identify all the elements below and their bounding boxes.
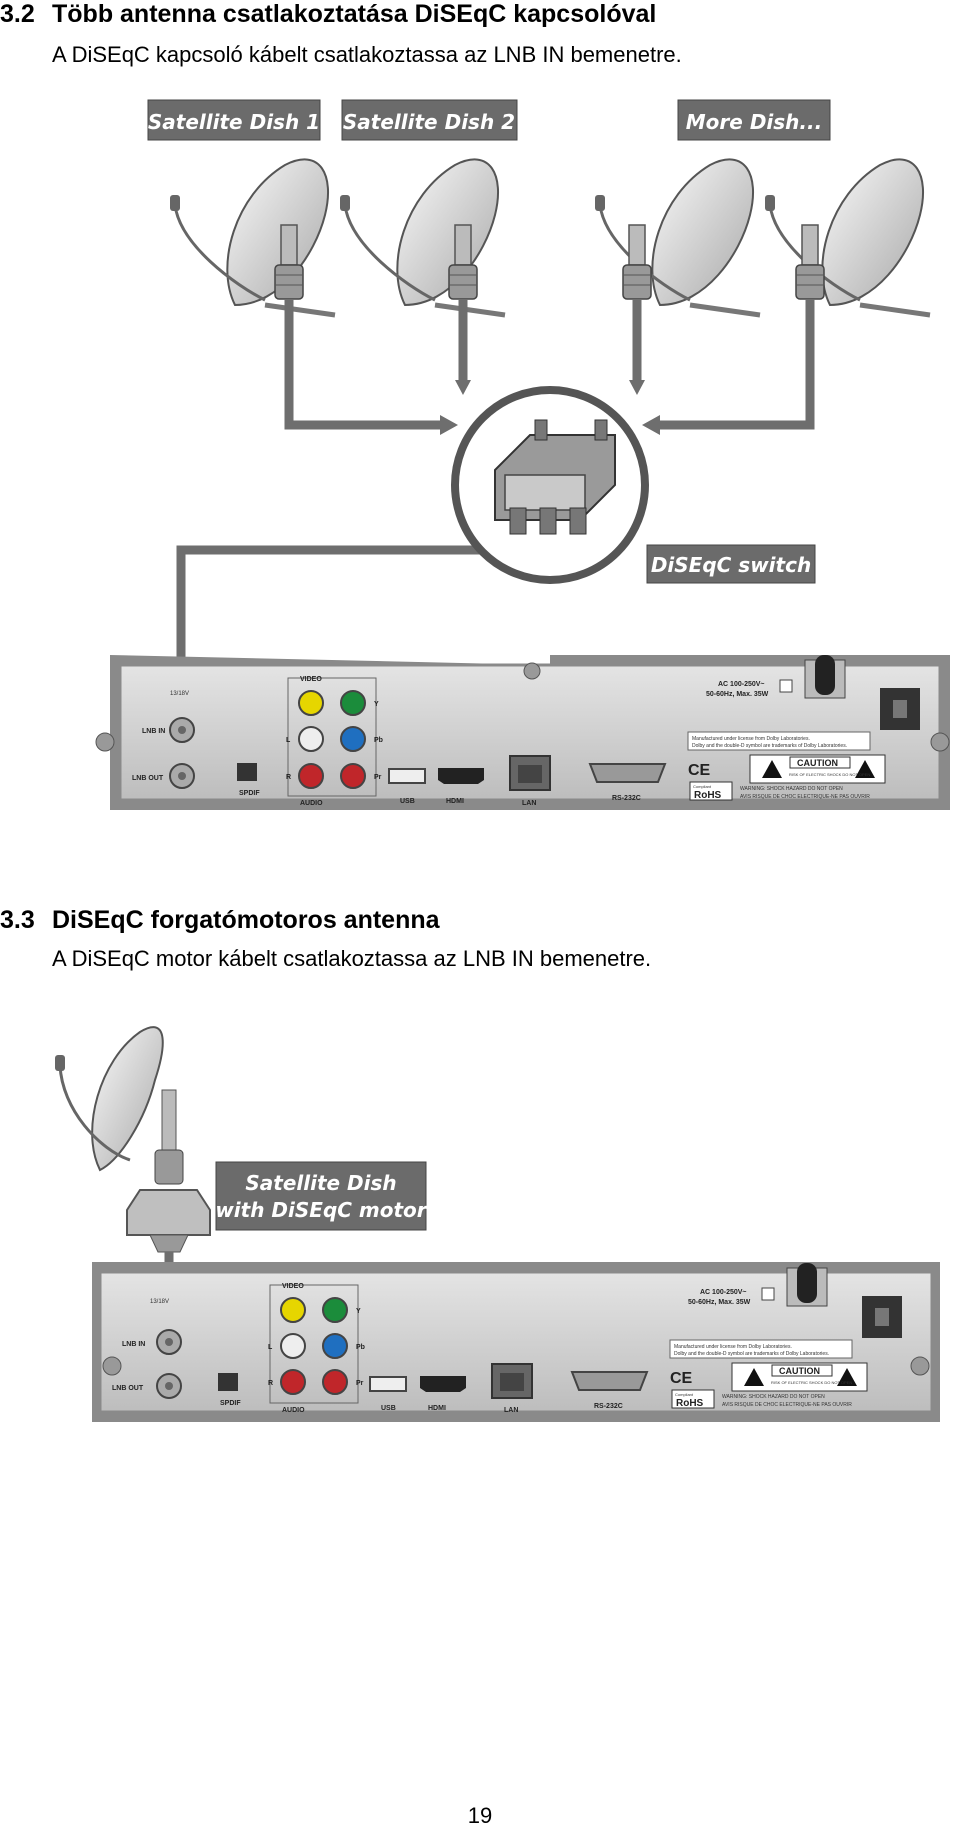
dish-2-label: Satellite Dish 2 bbox=[341, 99, 518, 141]
diseqc-motor-diagram: Satellite Dish with DiSEqC motor LNB IN … bbox=[55, 1026, 940, 1422]
svg-text:LNB IN: LNB IN bbox=[142, 728, 165, 735]
svg-text:Y: Y bbox=[356, 1308, 361, 1315]
more-dish-label: More Dish... bbox=[677, 99, 831, 141]
svg-text:SPDIF: SPDIF bbox=[220, 1400, 241, 1407]
svg-text:Pr: Pr bbox=[374, 774, 382, 781]
svg-text:HDMI: HDMI bbox=[446, 798, 464, 805]
diseqc-switch-label: DiSEqC switch bbox=[646, 544, 816, 584]
cables bbox=[176, 299, 815, 720]
svg-text:Compliant: Compliant bbox=[693, 784, 712, 789]
receiver-back-panel: LNB IN 13/18V LNB OUT SPDIF VIDEO Y Pb P… bbox=[95, 655, 950, 810]
section-2-text: A DiSEqC motor kábelt csatlakoztassa az … bbox=[52, 946, 652, 971]
svg-text:LNB OUT: LNB OUT bbox=[132, 775, 164, 782]
svg-text:Dolby and the double-D symbol: Dolby and the double-D symbol are tradem… bbox=[692, 743, 847, 749]
svg-text:RoHS: RoHS bbox=[694, 790, 722, 801]
svg-text:CAUTION: CAUTION bbox=[779, 1366, 820, 1376]
svg-text:CE: CE bbox=[688, 762, 711, 779]
svg-text:RISK OF ELECTRIC SHOCK DO NOT: RISK OF ELECTRIC SHOCK DO NOT OPEN bbox=[789, 772, 870, 777]
svg-text:AC 100-250V~: AC 100-250V~ bbox=[700, 1289, 747, 1296]
section-2-number: 3.3 bbox=[0, 906, 35, 934]
page-number: 19 bbox=[467, 1803, 493, 1828]
svg-text:Y: Y bbox=[374, 701, 379, 708]
diseqc-switch-icon bbox=[451, 386, 649, 584]
svg-text:AVIS RISQUE DE CHOC ELECTRIQUE: AVIS RISQUE DE CHOC ELECTRIQUE-NE PAS OU… bbox=[722, 1402, 852, 1408]
svg-text:USB: USB bbox=[381, 1405, 396, 1412]
svg-text:Pr: Pr bbox=[356, 1380, 364, 1387]
section-1-number: 3.2 bbox=[0, 0, 35, 28]
svg-text:Manufactured under license fro: Manufactured under license from Dolby La… bbox=[692, 736, 810, 742]
svg-text:13/18V: 13/18V bbox=[150, 1299, 169, 1305]
svg-text:More Dish...: More Dish... bbox=[686, 110, 822, 134]
svg-text:DiSEqC switch: DiSEqC switch bbox=[651, 553, 811, 577]
svg-text:Manufactured under license fro: Manufactured under license from Dolby La… bbox=[674, 1344, 792, 1350]
svg-text:WARNING: SHOCK HAZARD DO NOT O: WARNING: SHOCK HAZARD DO NOT OPEN bbox=[740, 786, 843, 792]
svg-text:13/18V: 13/18V bbox=[170, 691, 189, 697]
svg-text:SPDIF: SPDIF bbox=[239, 790, 260, 797]
receiver-back-panel-2: LNB IN 13/18V LNB OUT SPDIF VIDEO Y Pb P… bbox=[92, 1262, 940, 1422]
svg-text:AUDIO: AUDIO bbox=[282, 1407, 305, 1414]
svg-text:Dolby and the double-D symbol: Dolby and the double-D symbol are tradem… bbox=[674, 1351, 829, 1357]
svg-text:L: L bbox=[268, 1344, 273, 1351]
svg-text:50-60Hz, Max. 35W: 50-60Hz, Max. 35W bbox=[706, 691, 769, 698]
section-1-title: Több antenna csatlakoztatása DiSEqC kapc… bbox=[52, 0, 657, 28]
svg-text:AC 100-250V~: AC 100-250V~ bbox=[718, 681, 765, 688]
svg-text:VIDEO: VIDEO bbox=[282, 1283, 304, 1290]
svg-text:HDMI: HDMI bbox=[428, 1405, 446, 1412]
svg-text:AVIS RISQUE DE CHOC ELECTRIQUE: AVIS RISQUE DE CHOC ELECTRIQUE-NE PAS OU… bbox=[740, 794, 870, 800]
svg-text:LAN: LAN bbox=[504, 1407, 518, 1414]
satellite-dish-4-icon bbox=[765, 159, 930, 315]
svg-text:VIDEO: VIDEO bbox=[300, 676, 322, 683]
svg-text:50-60Hz, Max. 35W: 50-60Hz, Max. 35W bbox=[688, 1299, 751, 1306]
motorized-dish-label: Satellite Dish with DiSEqC motor bbox=[215, 1161, 428, 1231]
svg-text:LNB IN: LNB IN bbox=[122, 1341, 145, 1348]
svg-text:LNB OUT: LNB OUT bbox=[112, 1385, 144, 1392]
svg-text:Satellite Dish 2: Satellite Dish 2 bbox=[343, 110, 515, 134]
section-1-text: A DiSEqC kapcsoló kábelt csatlakoztassa … bbox=[52, 42, 682, 67]
section-2-heading: 3.3 DiSEqC forgatómotoros antenna bbox=[0, 906, 440, 935]
svg-text:L: L bbox=[286, 737, 291, 744]
svg-text:R: R bbox=[286, 774, 291, 781]
satellite-dish-1-icon bbox=[170, 159, 335, 315]
satellite-dish-2-icon bbox=[340, 159, 505, 315]
satellite-dish-3-icon bbox=[595, 159, 760, 315]
section-2-title: DiSEqC forgatómotoros antenna bbox=[52, 906, 440, 934]
svg-text:AUDIO: AUDIO bbox=[300, 800, 323, 807]
svg-text:with DiSEqC motor: with DiSEqC motor bbox=[215, 1198, 427, 1222]
svg-text:USB: USB bbox=[400, 798, 415, 805]
svg-text:LAN: LAN bbox=[522, 800, 536, 807]
svg-text:CAUTION: CAUTION bbox=[797, 758, 838, 768]
svg-text:RS-232C: RS-232C bbox=[594, 1403, 623, 1410]
motorized-dish-icon bbox=[55, 1026, 211, 1253]
svg-text:RISK OF ELECTRIC SHOCK DO NOT: RISK OF ELECTRIC SHOCK DO NOT OPEN bbox=[771, 1380, 852, 1385]
svg-text:Satellite Dish 1: Satellite Dish 1 bbox=[148, 110, 320, 134]
section-1-heading: 3.2 Több antenna csatlakoztatása DiSEqC k… bbox=[0, 0, 656, 29]
diseqc-switch-diagram: Satellite Dish 1 Satellite Dish 2 More D… bbox=[95, 99, 950, 810]
dish-1-label: Satellite Dish 1 bbox=[147, 99, 321, 141]
svg-text:RoHS: RoHS bbox=[676, 1398, 704, 1409]
svg-text:RS-232C: RS-232C bbox=[612, 795, 641, 802]
svg-text:Satellite Dish: Satellite Dish bbox=[245, 1171, 396, 1195]
svg-text:Pb: Pb bbox=[356, 1344, 365, 1351]
svg-text:Compliant: Compliant bbox=[675, 1392, 694, 1397]
svg-text:WARNING: SHOCK HAZARD DO NOT O: WARNING: SHOCK HAZARD DO NOT OPEN bbox=[722, 1394, 825, 1400]
svg-text:CE: CE bbox=[670, 1370, 693, 1387]
svg-text:Pb: Pb bbox=[374, 737, 383, 744]
svg-text:R: R bbox=[268, 1380, 273, 1387]
